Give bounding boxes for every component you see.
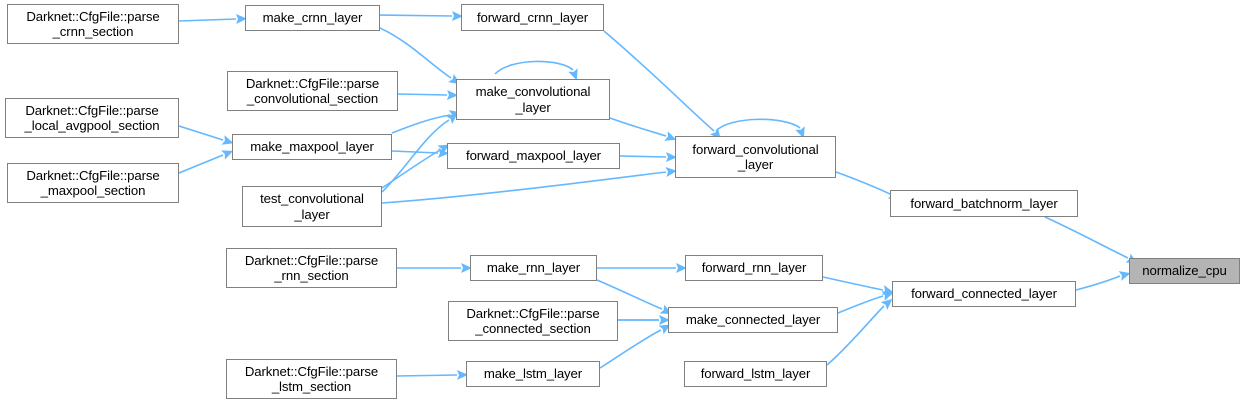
edge-forward_rnn_layer-to-forward_connected_layer xyxy=(822,276,884,291)
arrowhead-0 xyxy=(235,14,247,24)
arrowhead-9 xyxy=(437,144,450,155)
node-parse_crnn_section[interactable]: Darknet::CfgFile::parse _crnn_section xyxy=(7,4,179,44)
arrowhead-18 xyxy=(461,263,472,273)
edge-make_convolutional_layer-to-make_convolutional_layer xyxy=(494,60,574,75)
arrowhead-5 xyxy=(221,135,234,145)
edge-test_convolutional_layer-to-make_maxpool_layer xyxy=(381,149,441,189)
node-make_crnn_layer[interactable]: make_crnn_layer xyxy=(245,5,380,31)
edge-make_connected_layer-to-forward_connected_layer xyxy=(837,295,884,314)
node-make_connected_layer[interactable]: make_connected_layer xyxy=(668,307,838,333)
arrowhead-10 xyxy=(445,113,458,124)
node-test_convolutional_layer[interactable]: test_convolutional _layer xyxy=(242,186,382,227)
node-forward_crnn_layer[interactable]: forward_crnn_layer xyxy=(461,4,604,31)
edge-forward_connected_layer-to-normalize_cpu xyxy=(1075,275,1121,291)
node-parse_lstm_section[interactable]: Darknet::CfgFile::parse _lstm_section xyxy=(226,359,397,399)
arrowhead-15 xyxy=(795,126,805,139)
node-forward_convolutional_layer[interactable]: forward_convolutional _layer xyxy=(675,136,836,178)
arrowheads-group xyxy=(221,11,1138,380)
arrowhead-25 xyxy=(880,298,893,310)
edges-group xyxy=(178,14,1129,377)
edge-make_crnn_layer-to-make_convolutional_layer xyxy=(379,27,452,79)
arrowhead-14 xyxy=(665,152,677,162)
edge-make_maxpool_layer-to-make_convolutional_layer xyxy=(391,114,451,134)
edge-forward_lstm_layer-to-forward_connected_layer xyxy=(826,305,885,366)
edge-make_crnn_layer-to-forward_crnn_layer xyxy=(379,14,453,17)
node-forward_maxpool_layer[interactable]: forward_maxpool_layer xyxy=(447,143,620,169)
edge-make_rnn_layer-to-make_connected_layer xyxy=(596,279,663,310)
edge-parse_crnn_section-to-make_crnn_layer xyxy=(178,18,237,22)
edge-forward_crnn_layer-to-forward_convolutional_layer xyxy=(603,30,715,132)
arrowhead-13 xyxy=(664,131,677,141)
node-forward_batchnorm_layer[interactable]: forward_batchnorm_layer xyxy=(890,190,1078,217)
edge-parse_local_avgpool_section-to-make_maxpool_layer xyxy=(178,125,224,141)
node-parse_convolutional_section[interactable]: Darknet::CfgFile::parse _convolutional_s… xyxy=(227,71,398,111)
node-make_convolutional_layer[interactable]: make_convolutional _layer xyxy=(456,79,610,120)
arrowhead-22 xyxy=(658,324,671,335)
node-normalize_cpu[interactable]: normalize_cpu xyxy=(1129,258,1240,284)
edge-test_convolutional_layer-to-forward_convolutional_layer xyxy=(381,171,667,204)
arrowhead-11 xyxy=(665,167,677,177)
arrowhead-1 xyxy=(451,11,463,21)
node-parse_connected_section[interactable]: Darknet::CfgFile::parse _connected_secti… xyxy=(448,301,618,341)
arrowhead-3 xyxy=(446,90,458,100)
node-parse_maxpool_section[interactable]: Darknet::CfgFile::parse _maxpool_section xyxy=(7,163,179,203)
arrowhead-27 xyxy=(456,370,468,380)
edge-make_convolutional_layer-to-forward_convolutional_layer xyxy=(609,117,667,137)
arrowhead-19 xyxy=(676,263,687,273)
node-forward_lstm_layer[interactable]: forward_lstm_layer xyxy=(684,361,827,387)
node-parse_local_avgpool_section[interactable]: Darknet::CfgFile::parse _local_avgpool_s… xyxy=(5,98,179,138)
edge-parse_maxpool_section-to-make_maxpool_layer xyxy=(178,154,224,174)
edge-forward_convolutional_layer-to-forward_convolutional_layer xyxy=(715,118,801,132)
node-make_lstm_layer[interactable]: make_lstm_layer xyxy=(466,361,600,387)
arrowhead-21 xyxy=(659,315,670,325)
node-make_rnn_layer[interactable]: make_rnn_layer xyxy=(470,255,597,281)
edge-make_lstm_layer-to-make_connected_layer xyxy=(599,329,662,369)
node-forward_rnn_layer[interactable]: forward_rnn_layer xyxy=(685,255,823,281)
edge-parse_convolutional_section-to-make_convolutional_layer xyxy=(397,93,448,96)
node-make_maxpool_layer[interactable]: make_maxpool_layer xyxy=(232,134,392,160)
arrowhead-26 xyxy=(1118,271,1131,281)
edge-parse_lstm_section-to-make_lstm_layer xyxy=(396,374,458,377)
edge-forward_convolutional_layer-to-forward_batchnorm_layer xyxy=(835,171,891,195)
edge-forward_batchnorm_layer-to-normalize_cpu xyxy=(1044,216,1129,259)
arrowhead-4 xyxy=(568,68,578,81)
arrowhead-6 xyxy=(221,150,234,160)
edge-test_convolutional_layer-to-make_convolutional_layer xyxy=(381,119,450,193)
node-parse_rnn_section[interactable]: Darknet::CfgFile::parse _rnn_section xyxy=(226,248,397,288)
arrowhead-24 xyxy=(881,291,894,301)
node-forward_connected_layer[interactable]: forward_connected_layer xyxy=(892,281,1076,307)
edge-forward_maxpool_layer-to-forward_convolutional_layer xyxy=(619,155,667,158)
edge-make_maxpool_layer-to-forward_maxpool_layer xyxy=(391,150,439,154)
